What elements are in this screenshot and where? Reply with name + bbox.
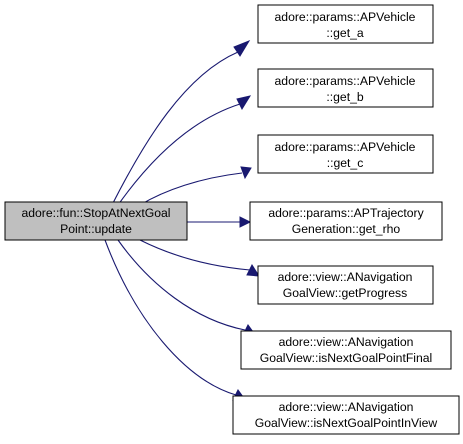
node-get-b-box <box>257 68 434 108</box>
node-get-rho-line2: Generation::get_rho <box>292 222 401 236</box>
edge-to-is-next-goal-point-final <box>117 239 258 337</box>
node-source-line1: adore::fun::StopAtNextGoal <box>21 206 170 220</box>
node-get-c-line2: ::get_c <box>327 156 364 170</box>
node-is-next-goal-point-in-view[interactable]: adore::view::ANavigation GoalView::isNex… <box>232 395 460 435</box>
edge-to-get-rho <box>187 216 252 228</box>
edge-to-get-c <box>139 166 252 206</box>
node-get-c-box <box>257 134 434 174</box>
node-get-c-line1: adore::params::APVehicle <box>275 140 416 154</box>
node-get-a-box <box>257 4 434 44</box>
node-get-b[interactable]: adore::params::APVehicle ::get_b <box>257 68 434 108</box>
node-get-rho-box <box>249 201 443 241</box>
node-is-next-goal-point-final-line1: adore::view::ANavigation <box>279 335 414 349</box>
edge-to-get-b <box>117 95 252 206</box>
node-get-a-line1: adore::params::APVehicle <box>275 10 416 24</box>
node-get-rho[interactable]: adore::params::APTrajectory Generation::… <box>249 201 443 241</box>
node-is-next-goal-point-in-view-line2: GoalView::isNextGoalPointInView <box>255 416 438 430</box>
node-get-progress[interactable]: adore::view::ANavigation GoalView::getPr… <box>257 265 434 305</box>
node-get-a[interactable]: adore::params::APVehicle ::get_a <box>257 4 434 44</box>
node-get-c[interactable]: adore::params::APVehicle ::get_c <box>257 134 434 174</box>
node-get-progress-line1: adore::view::ANavigation <box>278 270 413 284</box>
edge-to-is-next-goal-point-in-view <box>104 239 248 402</box>
node-get-b-line1: adore::params::APVehicle <box>275 74 416 88</box>
node-is-next-goal-point-final[interactable]: adore::view::ANavigation GoalView::isNex… <box>240 330 452 370</box>
node-get-a-line2: ::get_a <box>326 26 363 40</box>
node-source-line2: Point::update <box>60 222 132 236</box>
node-get-progress-line2: GoalView::getProgress <box>283 286 407 300</box>
node-get-rho-line1: adore::params::APTrajectory <box>268 206 424 220</box>
node-is-next-goal-point-final-line2: GoalView::isNextGoalPointFinal <box>260 351 433 365</box>
node-get-b-line2: ::get_b <box>326 90 363 104</box>
node-is-next-goal-point-final-box <box>240 330 452 370</box>
edge-to-get-progress <box>139 239 260 277</box>
node-source-update[interactable]: adore::fun::StopAtNextGoal Point::update <box>4 201 188 241</box>
edge-to-get-a <box>111 39 251 206</box>
node-is-next-goal-point-in-view-line1: adore::view::ANavigation <box>279 400 414 414</box>
node-get-progress-box <box>257 265 434 305</box>
node-source-box <box>4 201 188 241</box>
node-is-next-goal-point-in-view-box <box>232 395 460 435</box>
